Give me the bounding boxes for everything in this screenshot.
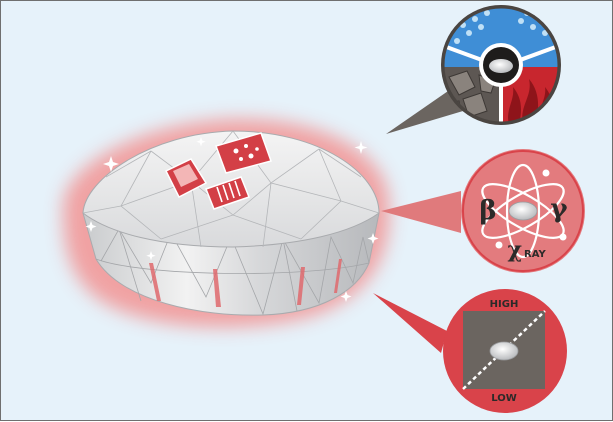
pressure-chart-icon: [462, 310, 546, 390]
beta-label: β: [479, 196, 496, 226]
gamma-label: γ: [550, 194, 568, 224]
high-label: HIGH: [490, 299, 519, 310]
radiation-callout: β γ χ RAY: [381, 149, 585, 273]
sparkle-icon: [85, 137, 379, 302]
elements-callout: [386, 5, 561, 134]
pressure-callout: HIGH LOW: [373, 289, 567, 413]
ray-label: RAY: [524, 249, 546, 260]
diamond-icon: [62, 118, 390, 328]
low-label: LOW: [491, 393, 517, 404]
chi-label: χ: [508, 237, 522, 263]
